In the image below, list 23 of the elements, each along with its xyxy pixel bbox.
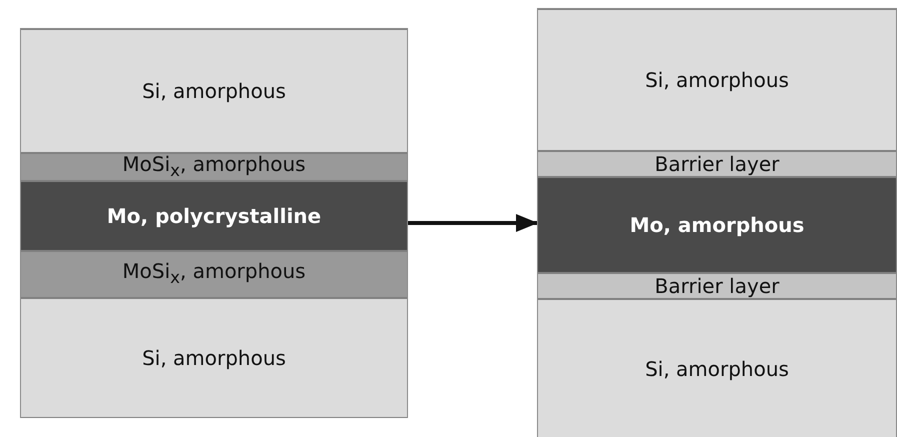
layer-band: [21, 153, 407, 181]
layer-label: MoSi$_{x}$, amorphous: [122, 260, 306, 289]
layer-label: Barrier layer: [654, 153, 780, 175]
layer-band: [21, 181, 407, 251]
layer-band: [21, 251, 407, 298]
layer-stack: [537, 8, 897, 437]
layer-band: [538, 299, 896, 437]
layer-label: Mo, amorphous: [630, 214, 804, 236]
layer-label: Barrier layer: [654, 275, 780, 297]
layer-label: Si, amorphous: [645, 69, 789, 91]
layer-band: [538, 177, 896, 273]
layer-stack: [20, 28, 408, 418]
arrow: [408, 214, 538, 232]
layer-band: [538, 151, 896, 177]
layer-label: Si, amorphous: [645, 358, 789, 380]
layer-label: Si, amorphous: [142, 80, 286, 102]
layer-band: [21, 29, 407, 153]
layer-band: [538, 273, 896, 299]
layer-band: [21, 298, 407, 418]
layer-label: Mo, polycrystalline: [106, 205, 322, 227]
layer-label: Si, amorphous: [142, 347, 286, 369]
layer-label: MoSi$_{x}$, amorphous: [122, 152, 306, 182]
layer-band: [538, 9, 896, 151]
